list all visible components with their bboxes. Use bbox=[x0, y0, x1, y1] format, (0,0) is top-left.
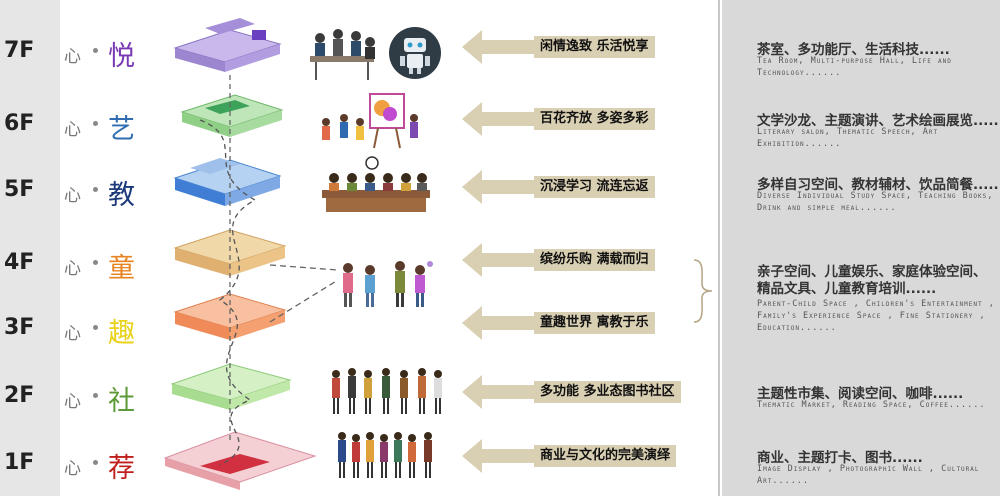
slogan-2f: 多功能 多业态图书社区 bbox=[534, 381, 681, 403]
theme-char-6f: 艺 bbox=[108, 114, 135, 145]
desc-text-2f: Thematic Market, Reading Space, Coffee..… bbox=[757, 400, 986, 410]
slogan-4f: 缤纷乐购 满载而归 bbox=[534, 249, 655, 271]
bullet-dot bbox=[93, 393, 98, 398]
theme-char-1f: 荐 bbox=[108, 453, 135, 484]
floor-label-1f: 1F bbox=[4, 450, 35, 475]
desc-title-4f-3f: 亲子空间、儿童娱乐、家庭体验空间、精品文具、儿童教育培训...... bbox=[757, 264, 987, 297]
left-arrow-icon bbox=[462, 439, 534, 473]
desc-title-5f: 多样自习空间、教材辅材、饮品简餐...... bbox=[757, 177, 1000, 193]
left-arrow-icon bbox=[462, 375, 534, 409]
building-floor-6f bbox=[180, 94, 284, 137]
floor-label-4f: 4F bbox=[4, 250, 35, 275]
building-floor-5f bbox=[173, 158, 282, 206]
meeting-people-illustration bbox=[310, 29, 375, 80]
xin-label: 心 bbox=[64, 259, 81, 279]
art-people-illustration bbox=[322, 93, 418, 149]
left-arrow-icon bbox=[462, 306, 534, 340]
xin-label: 心 bbox=[64, 324, 81, 344]
shoppers-illustration bbox=[338, 432, 432, 478]
left-arrow-icon bbox=[462, 102, 534, 136]
left-arrow-icon bbox=[462, 30, 534, 64]
desc-title-6f: 文学沙龙、主题演讲、艺术绘画展览...... bbox=[757, 113, 1000, 129]
xin-label: 心 bbox=[64, 47, 81, 67]
slogan-3f: 童趣世界 寓教于乐 bbox=[534, 312, 655, 334]
panel-divider bbox=[718, 0, 720, 496]
study-group-illustration bbox=[322, 156, 430, 212]
bullet-dot bbox=[93, 325, 98, 330]
slogan-1f: 商业与文化的完美演绎 bbox=[534, 445, 677, 467]
building-floor-4f bbox=[173, 229, 287, 276]
right-description-panel bbox=[722, 0, 1000, 496]
theme-char-4f: 童 bbox=[108, 253, 135, 284]
desc-title-7f: 茶室、多功能厅、生活科技...... bbox=[757, 42, 950, 58]
xin-label: 心 bbox=[64, 120, 81, 140]
family-illustration bbox=[343, 261, 433, 307]
bullet-dot bbox=[93, 460, 98, 465]
theme-char-2f: 社 bbox=[108, 386, 135, 417]
floor-label-6f: 6F bbox=[4, 111, 35, 136]
desc-title-1f: 商业、主题打卡、图书...... bbox=[757, 450, 923, 466]
desc-text-1f: Image Display , Photographic Wall , Cult… bbox=[757, 464, 980, 486]
bullet-dot bbox=[93, 260, 98, 265]
bullet-dot bbox=[93, 121, 98, 126]
desc-text-7f: Tea Room, Multi-purpose Hall, Life and T… bbox=[757, 56, 952, 78]
floor-label-3f: 3F bbox=[4, 315, 35, 340]
theme-char-5f: 教 bbox=[108, 180, 135, 211]
robot-icon bbox=[389, 27, 441, 79]
theme-char-7f: 悦 bbox=[108, 41, 135, 72]
desc-title-2f: 主题性市集、阅读空间、咖啡...... bbox=[757, 386, 964, 402]
left-floor-bar bbox=[0, 0, 60, 496]
desc-text-6f: Literary salon, Thematic Speech, Art Exh… bbox=[757, 127, 939, 149]
left-arrow-icon bbox=[462, 243, 534, 277]
curly-bracket bbox=[693, 259, 713, 323]
floor-label-2f: 2F bbox=[4, 383, 35, 408]
xin-label: 心 bbox=[64, 186, 81, 206]
slogan-6f: 百花齐放 多姿多彩 bbox=[534, 108, 655, 130]
xin-label: 心 bbox=[64, 459, 81, 479]
desc-text-5f: Diverse Individual Study Space, Teaching… bbox=[757, 191, 994, 213]
building-floor-2f bbox=[170, 363, 292, 410]
building-floor-stack bbox=[163, 18, 339, 490]
building-floor-1f bbox=[163, 431, 317, 490]
desc-text-4f-3f: Parent-Child Space , Children's Entertai… bbox=[757, 299, 995, 333]
crowd-illustration bbox=[332, 368, 442, 414]
floor-label-5f: 5F bbox=[4, 177, 35, 202]
slogan-5f: 沉浸学习 流连忘返 bbox=[534, 176, 655, 198]
slogan-7f: 闲情逸致 乐活悦享 bbox=[534, 36, 655, 58]
floor-label-7f: 7F bbox=[4, 38, 35, 63]
xin-label: 心 bbox=[64, 392, 81, 412]
theme-char-3f: 趣 bbox=[108, 318, 135, 349]
bullet-dot bbox=[93, 187, 98, 192]
left-arrow-icon bbox=[462, 170, 534, 204]
bullet-dot bbox=[93, 48, 98, 53]
building-floor-7f bbox=[173, 18, 282, 72]
